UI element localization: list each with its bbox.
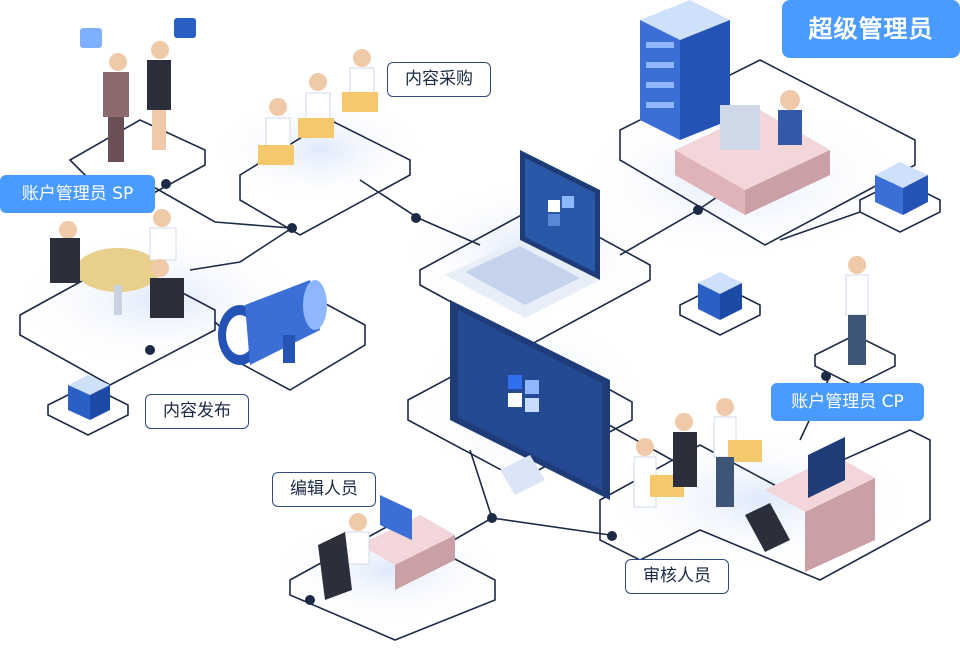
super-admin-label: 超级管理员 [782, 0, 960, 58]
content-publish-label: 内容发布 [145, 394, 249, 429]
cube-icon-left [68, 375, 110, 420]
account-cp-label: 账户管理员 CP [771, 383, 924, 421]
people-purchase [258, 49, 378, 165]
platform-reviewer [599, 429, 931, 581]
megaphone-icon [218, 280, 327, 365]
super-admin-desk [675, 90, 830, 215]
editor-desk [318, 495, 455, 600]
link-purchase-meeting [189, 227, 293, 271]
account-sp-label: 账户管理员 SP [0, 175, 155, 213]
link-superadmin-server [779, 211, 861, 241]
link-sp-purchase [149, 184, 291, 229]
person-cp [845, 256, 869, 365]
cube-icon-right [698, 272, 742, 320]
junction-dots [145, 179, 831, 605]
reviewer-label: 审核人员 [625, 559, 729, 594]
small-server-icon [875, 162, 928, 215]
reviewer-desk [745, 437, 875, 572]
content-purchase-label: 内容采购 [387, 62, 491, 97]
editor-label: 编辑人员 [272, 472, 376, 507]
monitor-icon [450, 300, 610, 500]
meeting-table [50, 209, 184, 318]
people-reviewers [633, 398, 762, 508]
laptop-icon [445, 150, 600, 318]
platform-super-admin [619, 59, 916, 246]
link-editor-reviewer [491, 517, 611, 536]
server-rack-icon [640, 0, 730, 140]
people-handshake [80, 18, 196, 162]
